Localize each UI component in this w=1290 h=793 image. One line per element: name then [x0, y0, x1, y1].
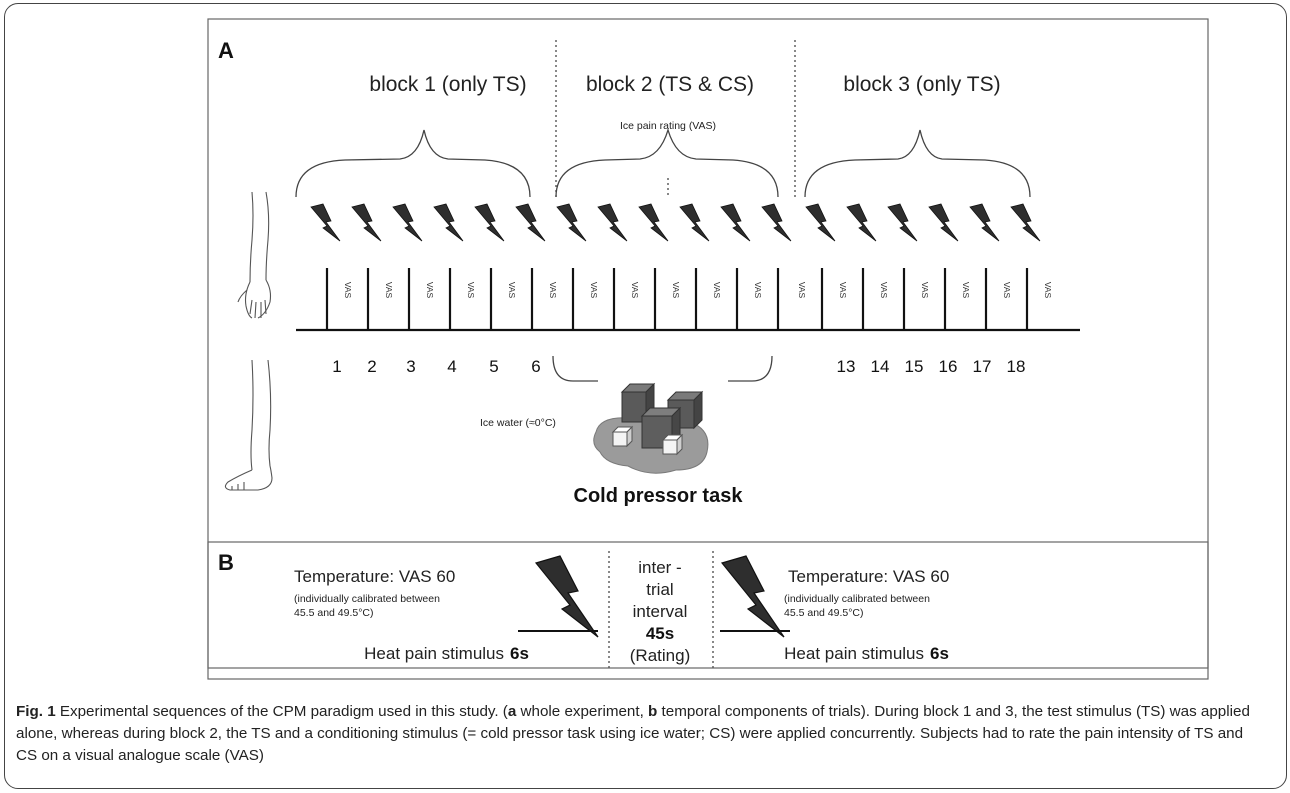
iti-line1: inter -: [638, 558, 681, 577]
trial-number: 2: [367, 357, 376, 376]
vas-label: VAS: [797, 282, 807, 299]
vas-label: VAS: [384, 282, 394, 299]
caption-b: b: [648, 703, 658, 720]
bolt-icon: [474, 203, 505, 242]
calib-left-line2: 45.5 and 49.5°C): [294, 607, 374, 619]
caption-fig-label: Fig. 1: [16, 703, 56, 720]
heat-right-label: Heat pain stimulus: [784, 644, 924, 663]
vas-label: VAS: [507, 282, 517, 299]
panel-b-label: B: [218, 550, 234, 575]
ice-water-label: Ice water (≈0°C): [480, 417, 556, 429]
arm-icon: [237, 191, 272, 319]
vas-label: VAS: [879, 282, 889, 299]
bolt-icon: [310, 203, 341, 242]
ice-water-icon: [593, 382, 709, 474]
iti-block: inter - trial interval 45s (Rating): [630, 558, 690, 665]
caption-text-1: Experimental sequences of the CPM paradi…: [55, 703, 508, 720]
trial-number: 6: [531, 357, 540, 376]
vas-label: VAS: [630, 282, 640, 299]
heat-right-duration: 6s: [930, 644, 949, 663]
vas-label: VAS: [589, 282, 599, 299]
block3-title: block 3 (only TS): [843, 73, 1000, 96]
bolt-icon: [928, 203, 959, 242]
figure-caption: Fig. 1 Experimental sequences of the CPM…: [16, 701, 1266, 767]
trial-number: 4: [447, 357, 456, 376]
vas-label: VAS: [753, 282, 763, 299]
vas-label: VAS: [548, 282, 558, 299]
calib-left-line1: (individually calibrated between: [294, 593, 440, 605]
bolt-icon: [679, 203, 710, 242]
bolt-icon: [1010, 203, 1041, 242]
heat-left-duration: 6s: [510, 644, 529, 663]
temp-right-label: Temperature: VAS 60: [788, 567, 949, 586]
vas-label: VAS: [838, 282, 848, 299]
bolt-icon: [761, 203, 792, 242]
trial-number: 1: [332, 357, 341, 376]
trial-ticks: [325, 268, 1029, 330]
block2-title: block 2 (TS & CS): [586, 73, 754, 96]
vas-label: VAS: [1002, 282, 1012, 299]
trial-number: 15: [905, 357, 924, 376]
bolt-icon: [392, 203, 423, 242]
panel-a-frame: [207, 18, 1209, 680]
calib-right-line1: (individually calibrated between: [784, 593, 930, 605]
caption-text-2: whole experiment,: [516, 703, 649, 720]
trial-number: 5: [489, 357, 498, 376]
trial-number: 3: [406, 357, 415, 376]
iti-line3: interval: [633, 602, 688, 621]
caption-text-3: temporal components of trials). During b…: [16, 703, 1250, 764]
bolt-icon: [535, 555, 599, 638]
bolt-icon: [638, 203, 669, 242]
trial-number: 18: [1007, 357, 1026, 376]
vas-label: VAS: [671, 282, 681, 299]
figure-diagram: A block 1 (only TS) block 2 (TS & CS) bl…: [207, 18, 1209, 680]
trial-number: 13: [837, 357, 856, 376]
calib-right-line2: 45.5 and 49.5°C): [784, 607, 864, 619]
ice-pain-rating-label: Ice pain rating (VAS): [620, 120, 716, 132]
trial-number: 17: [973, 357, 992, 376]
bolt-icon: [556, 203, 587, 242]
leg-icon: [224, 359, 273, 491]
vas-label: VAS: [961, 282, 971, 299]
bolt-icon: [597, 203, 628, 242]
bolt-icon: [969, 203, 1000, 242]
vas-labels: VAS VAS VAS VAS VAS VAS VAS VAS VAS VAS …: [343, 282, 1053, 299]
iti-line2: trial: [646, 580, 673, 599]
panel-b-frame: [207, 541, 1209, 669]
cold-pressor-bracket: [552, 355, 773, 382]
caption-a: a: [507, 703, 517, 720]
trial-numbers: 1 2 3 4 5 6 13 14 15 16 17 18: [332, 357, 1025, 376]
bolt-icon: [805, 203, 836, 242]
trial-number: 16: [939, 357, 958, 376]
figure-frame: [4, 3, 1287, 789]
vas-label: VAS: [712, 282, 722, 299]
vas-label: VAS: [1043, 282, 1053, 299]
trial-number: 14: [871, 357, 890, 376]
panel-a-label: A: [218, 38, 234, 63]
bolt-icon: [351, 203, 382, 242]
block1-brace: [295, 129, 531, 198]
vas-label: VAS: [343, 282, 353, 299]
vas-label: VAS: [466, 282, 476, 299]
bolt-icon: [433, 203, 464, 242]
bolt-icon: [846, 203, 877, 242]
heat-left-label: Heat pain stimulus: [364, 644, 504, 663]
iti-value: 45s: [646, 624, 674, 643]
vas-label: VAS: [425, 282, 435, 299]
block3-brace: [804, 129, 1031, 198]
bolt-icon: [515, 203, 546, 242]
cold-pressor-title: Cold pressor task: [574, 485, 744, 507]
bolt-icon: [887, 203, 918, 242]
block1-title: block 1 (only TS): [369, 73, 526, 96]
temp-left-label: Temperature: VAS 60: [294, 567, 455, 586]
iti-rating: (Rating): [630, 646, 690, 665]
bolt-icon: [721, 555, 785, 638]
stimulus-bolts: [310, 203, 1041, 242]
block2-brace: [555, 127, 779, 198]
vas-label: VAS: [920, 282, 930, 299]
bolt-icon: [720, 203, 751, 242]
